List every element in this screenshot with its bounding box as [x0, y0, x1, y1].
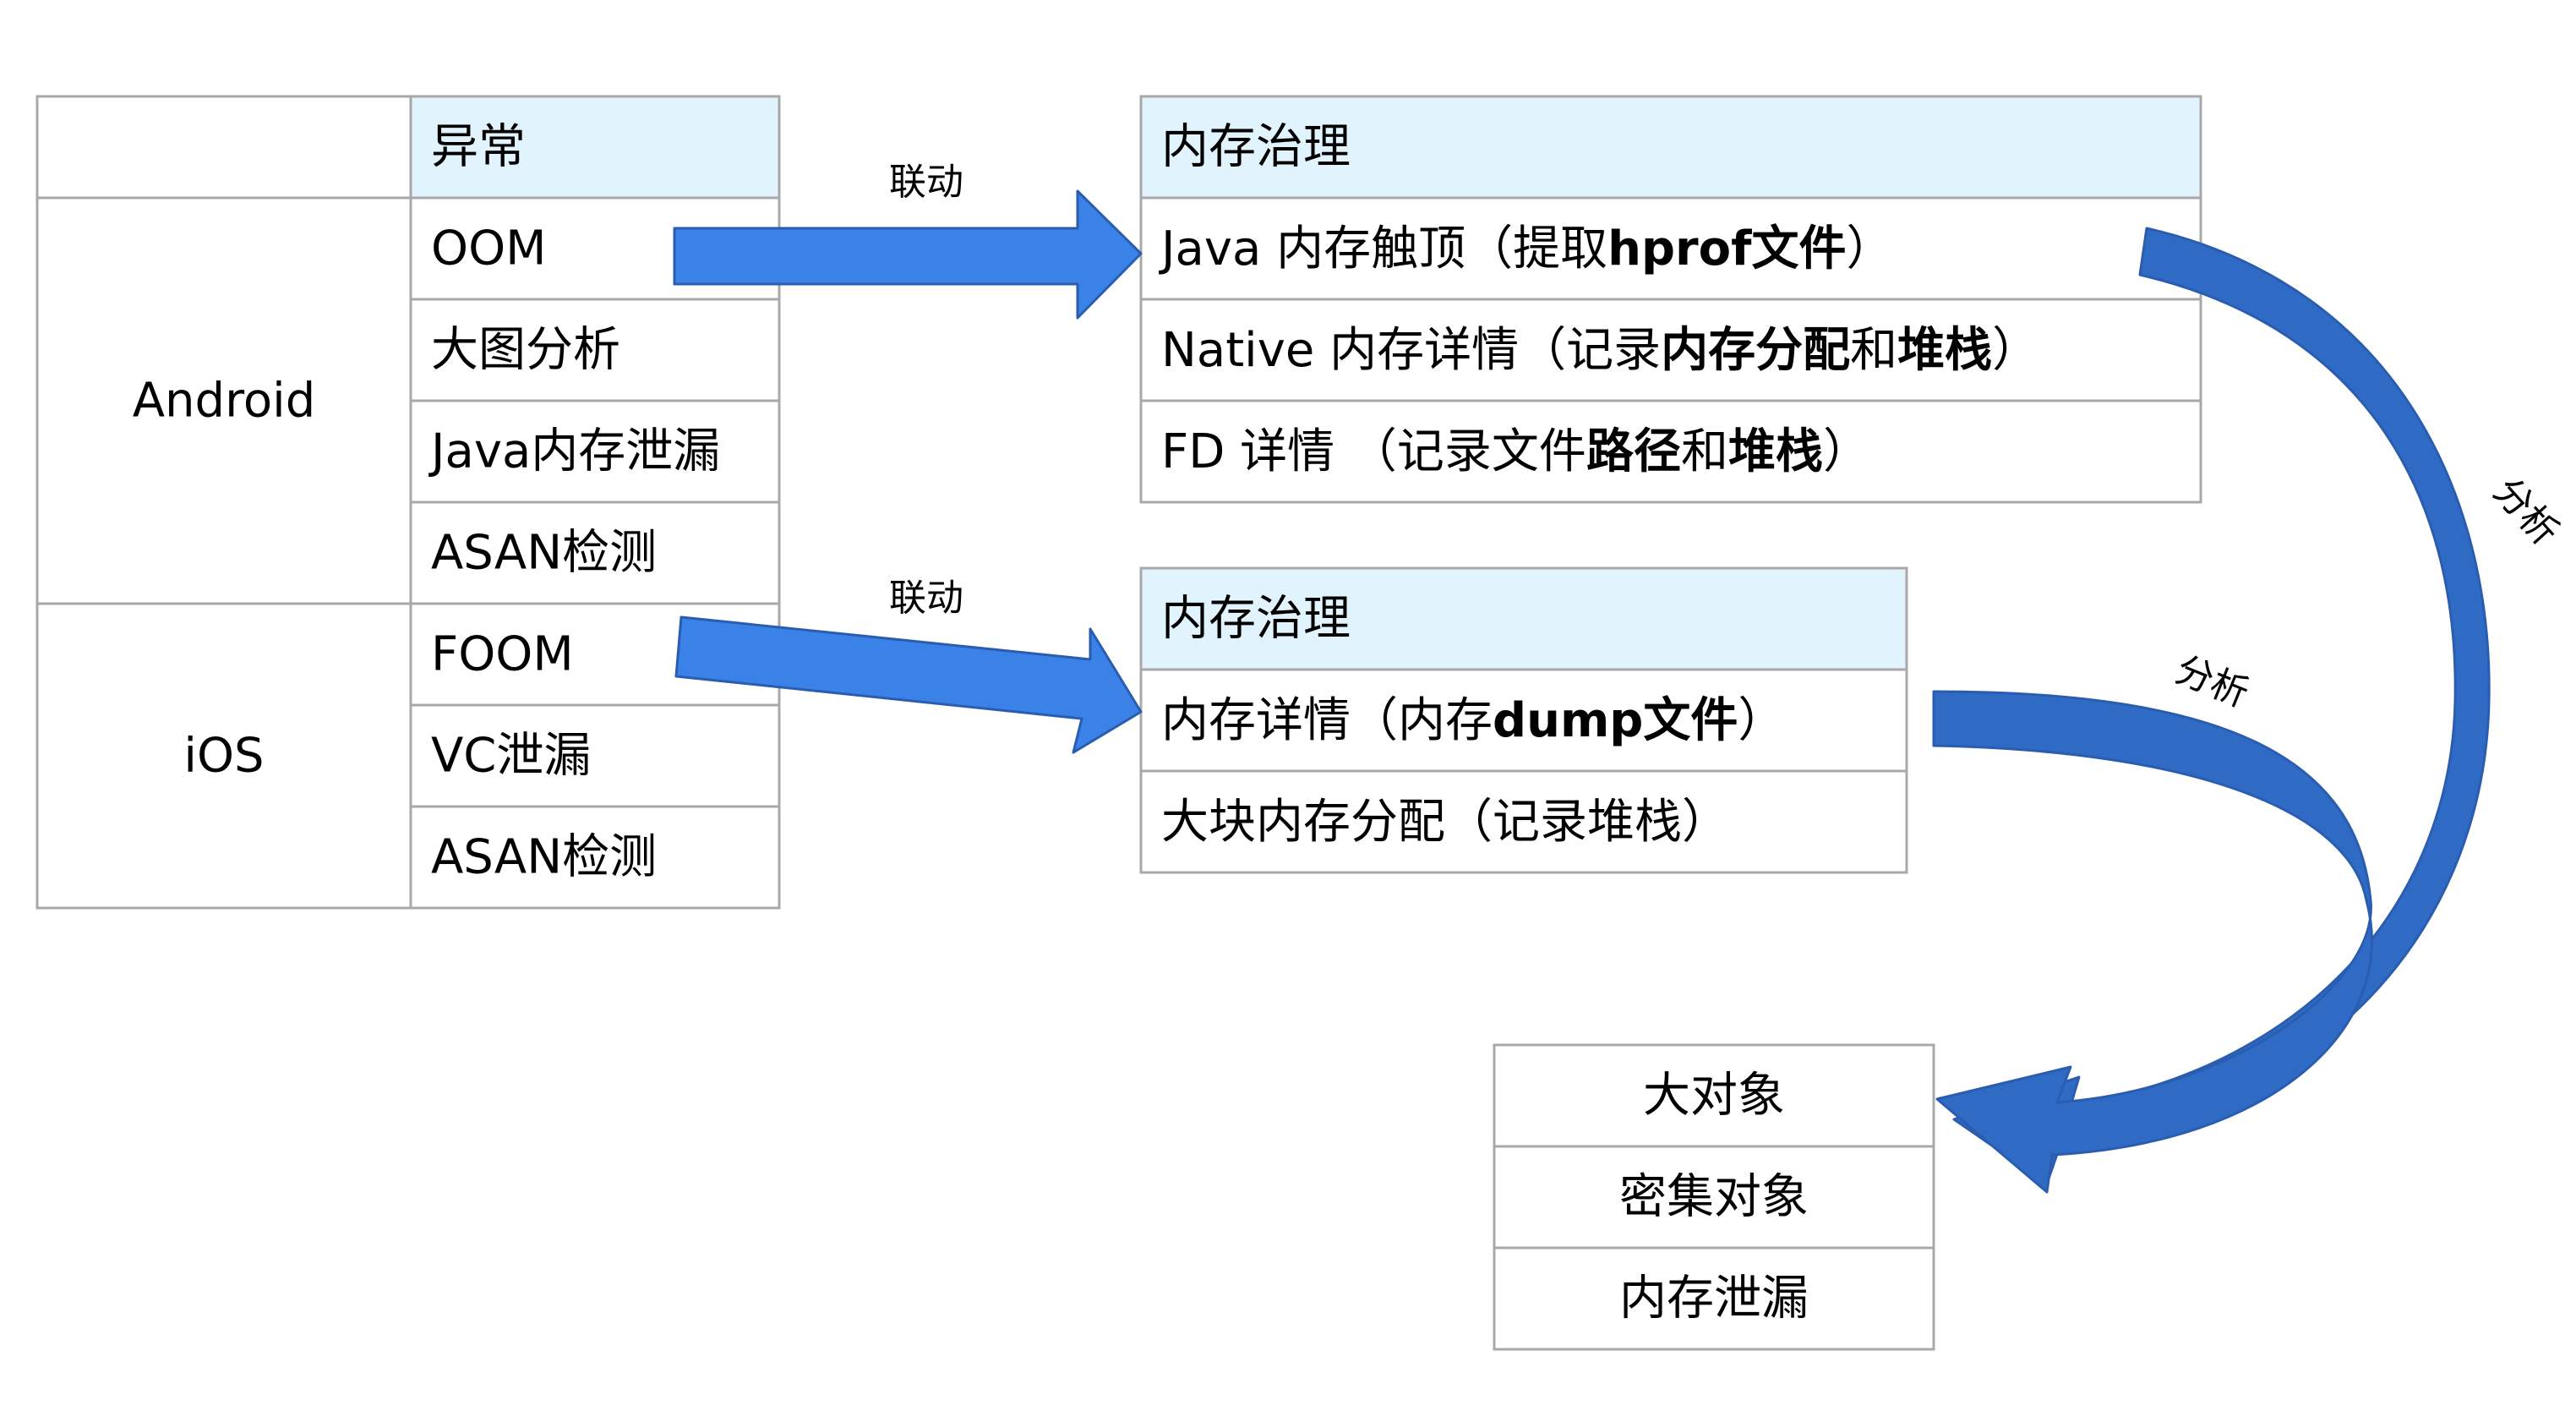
platform-label: Android [133, 374, 316, 429]
anomaly-item-cell [409, 500, 781, 605]
text-run: FD 详情 （记录文件 [1161, 424, 1586, 479]
governance-row: 大块内存分配（记录堆栈） [1161, 795, 1729, 850]
bold-text-run: 内存分配 [1661, 323, 1850, 378]
governance-row-cell [1139, 769, 1908, 874]
anomaly-item: Java内存泄漏 [428, 424, 720, 479]
analyze-label-android: 分析 [2485, 470, 2567, 555]
bold-text-run: 堆栈 [1897, 323, 1992, 378]
bold-text-run: 堆栈 [1728, 424, 1823, 479]
link-label-android: 联动 [889, 161, 963, 204]
text-run: ） [1847, 222, 1894, 276]
table-corner-cell [35, 95, 412, 200]
text-run: Native 内存详情（记录 [1161, 323, 1661, 378]
anomaly-item: VC泄漏 [431, 729, 591, 784]
platform-cell [35, 196, 412, 605]
text-run: ） [1738, 693, 1785, 748]
anomaly-header-cell [409, 95, 781, 200]
bold-text-run: 路径 [1586, 424, 1681, 479]
text-run: 内存详情（内存 [1161, 693, 1493, 748]
platform-label: iOS [183, 729, 264, 784]
text-run: ） [1992, 323, 2039, 378]
result-item: 内存泄漏 [1619, 1272, 1809, 1326]
governance-row: Native 内存详情（记录内存分配和堆栈） [1161, 323, 2039, 378]
link-label-ios: 联动 [889, 577, 963, 620]
text-run: 大块内存分配（记录堆栈） [1161, 795, 1729, 850]
text-run: ） [1823, 424, 1870, 479]
governance-header-cell [1139, 566, 1908, 671]
result-item: 密集对象 [1619, 1170, 1809, 1225]
analyze-label-ios: 分析 [2169, 648, 2255, 715]
result-item: 大对象 [1643, 1069, 1785, 1124]
platform-cell [35, 602, 412, 910]
governance-row-cell [1139, 399, 2202, 504]
anomaly-table: 异常 Android OOM 大图分析 Java内存泄漏 ASAN检测 iOS FOOM VC泄… [35, 95, 781, 910]
anomaly-item: ASAN检测 [431, 526, 657, 581]
anomaly-item: ASAN检测 [431, 830, 657, 885]
link-arrow-android [673, 189, 1143, 320]
text-run: Java 内存触顶（提取 [1159, 222, 1607, 276]
link-arrow-ios [674, 615, 1143, 754]
bold-text-run: hprof文件 [1607, 222, 1846, 276]
result-cell [1493, 1246, 1935, 1351]
analyze-arrow-ios [1932, 690, 2373, 1194]
arrows-layer: 联动 联动 分析 分析 [673, 161, 2567, 1194]
anomaly-item-cell [409, 805, 781, 910]
governance-header: 内存治理 [1161, 592, 1351, 647]
text-run: 和 [1681, 424, 1728, 479]
tables-layer: 异常 Android OOM 大图分析 Java内存泄漏 ASAN检测 iOS FOOM VC泄… [35, 95, 2202, 1351]
governance-header: 内存治理 [1161, 120, 1351, 175]
anomaly-item: OOM [431, 222, 546, 276]
governance-header-cell [1139, 95, 2202, 200]
result-cell [1493, 1145, 1935, 1250]
bold-text-run: dump文件 [1493, 693, 1738, 748]
anomaly-item: FOOM [431, 627, 574, 682]
governance-row-cell [1139, 298, 2202, 402]
anomaly-item: 大图分析 [431, 323, 620, 378]
governance-row: 内存详情（内存dump文件） [1161, 693, 1785, 748]
governance-row: FD 详情 （记录文件路径和堆栈） [1161, 424, 1870, 479]
anomaly-item-cell [409, 703, 781, 808]
governance-row-cell [1139, 196, 2202, 301]
anomaly-header: 异常 [431, 120, 526, 175]
governance-row: Java 内存触顶（提取hprof文件） [1159, 222, 1894, 276]
text-run: 和 [1850, 323, 1897, 378]
